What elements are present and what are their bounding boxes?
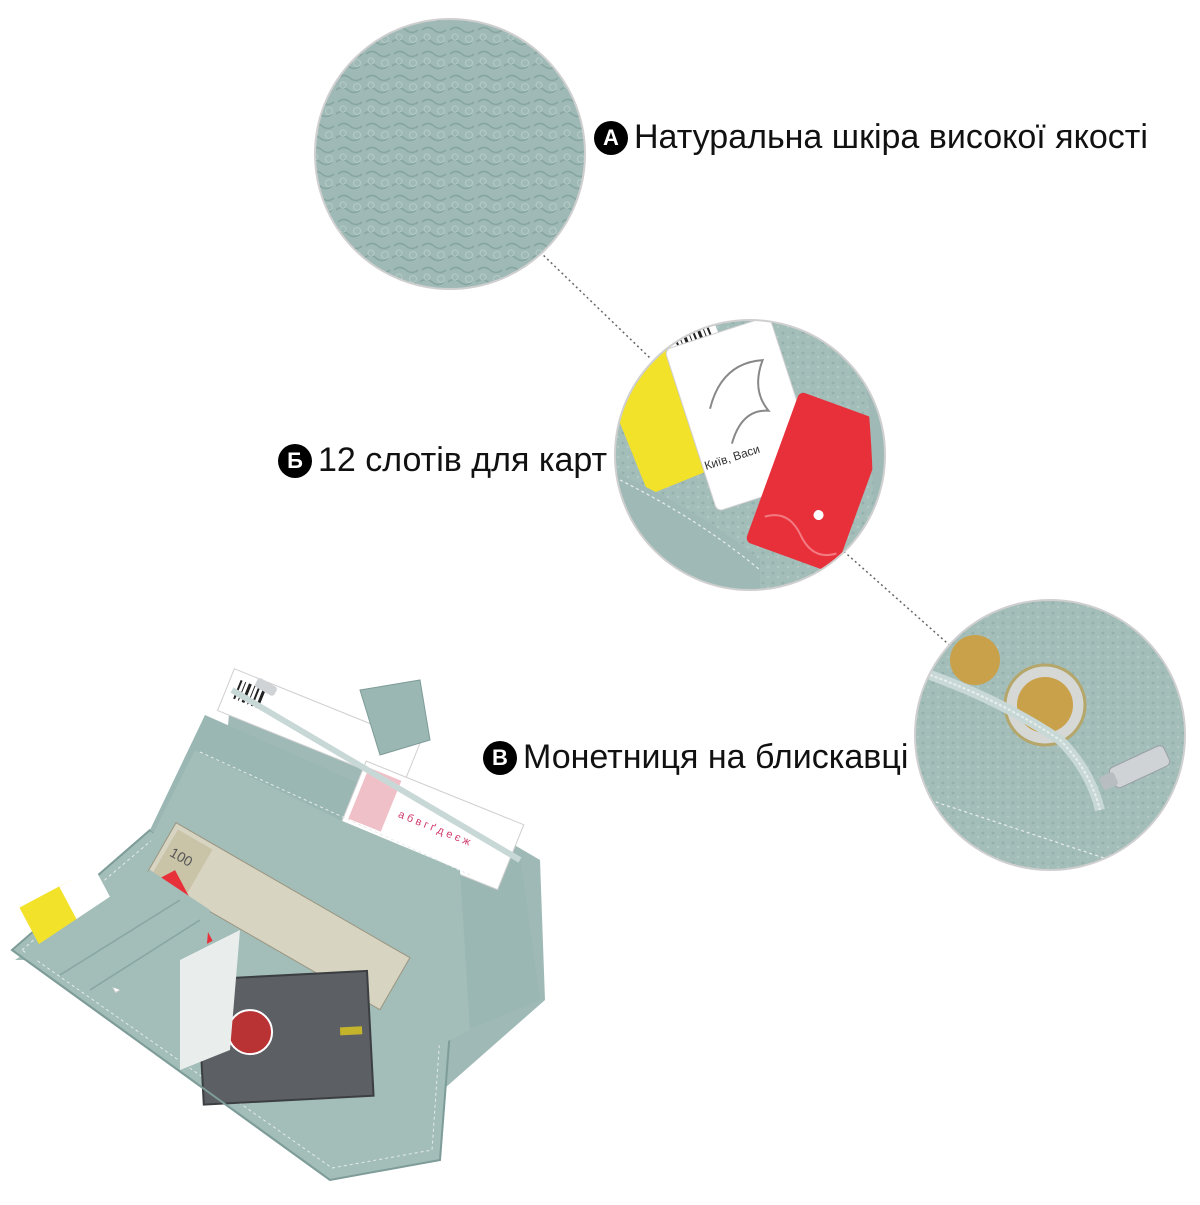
coin-zipper-closeup (914, 599, 1186, 871)
connector-line-ab (539, 251, 651, 359)
feature-card-slots-text: 12 слотів для карт (318, 441, 608, 479)
card-slots-closeup: Київ, Васи (614, 319, 886, 591)
feature-coin-pocket-label: B Монетниця на блискавці (483, 738, 908, 777)
feature-leather-badge: A (594, 120, 628, 155)
feature-card-slots-badge: Б (278, 443, 312, 478)
leather-texture-closeup (314, 18, 586, 290)
wallet-product-image: а б в г ґ д е є ж 100 (10, 668, 545, 1182)
feature-card-slots-label: Б 12 слотів для карт (278, 441, 607, 480)
feature-leather-label: A Натуральна шкіра високої якості (594, 118, 1148, 157)
feature-coin-pocket-text: Монетниця на блискавці (523, 738, 909, 776)
feature-coin-pocket-badge: B (483, 740, 517, 775)
feature-leather-text: Натуральна шкіра високої якості (634, 118, 1148, 156)
connector-line-bc (839, 547, 956, 651)
